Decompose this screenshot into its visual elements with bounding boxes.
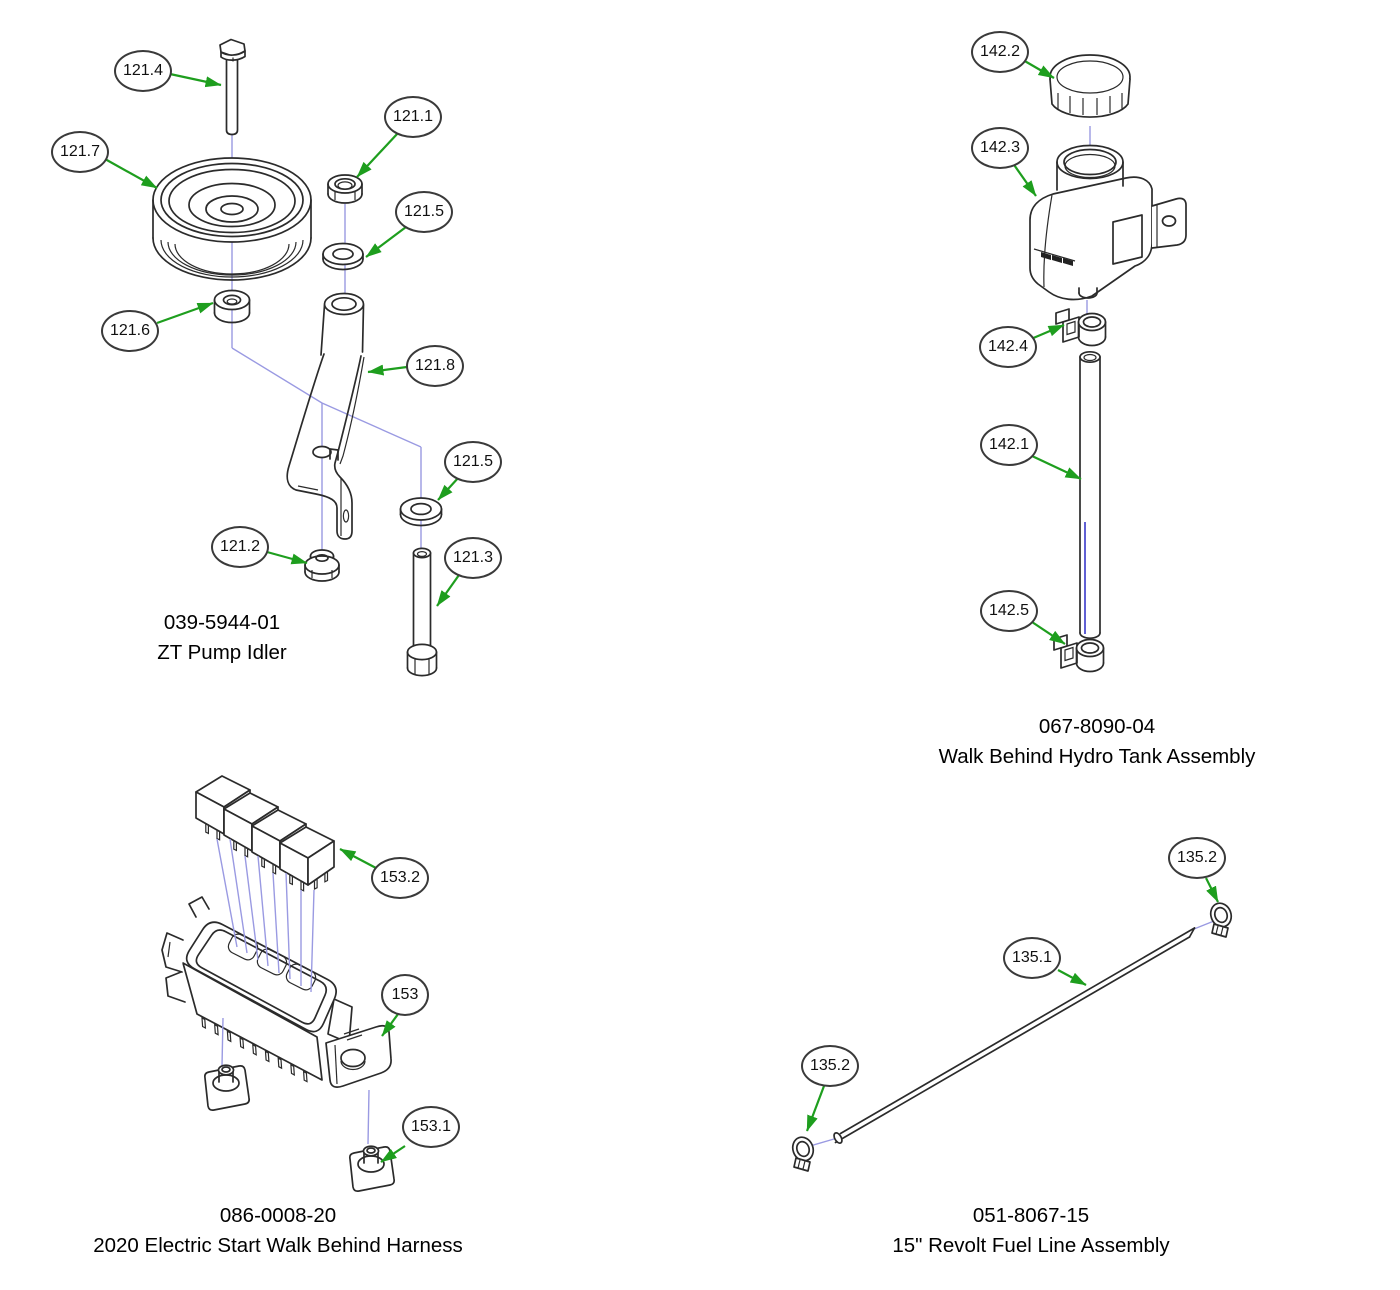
fuel-clamp-right xyxy=(1206,899,1236,938)
callout-bubble-121-5a: 121.5 xyxy=(395,191,453,233)
caption-fuel-line: 051-8067-15 15" Revolt Fuel Line Assembl… xyxy=(892,1201,1169,1261)
fuse-box xyxy=(161,896,353,1083)
flat-washer-lower xyxy=(399,497,443,527)
callout-label: 142.5 xyxy=(988,602,1030,619)
hydro-tank-body xyxy=(1029,144,1187,301)
logo-emboss xyxy=(227,933,317,991)
idler-pulley xyxy=(152,157,312,281)
part-number: 086-0008-20 xyxy=(219,1204,337,1227)
callout-label: 121.6 xyxy=(109,322,151,339)
callout-label: 135.2 xyxy=(809,1057,851,1074)
callout-bubble-121-7: 121.7 xyxy=(51,131,109,173)
callout-bubble-153: 153 xyxy=(381,974,429,1016)
leader-arrows xyxy=(1011,59,1082,645)
callout-bubble-142-1: 142.1 xyxy=(980,424,1038,466)
callout-label: 121.2 xyxy=(219,538,261,555)
part-title: 15" Revolt Fuel Line Assembly xyxy=(892,1234,1170,1257)
callout-label: 153 xyxy=(391,986,419,1003)
zt-pump-idler-diagram xyxy=(104,38,460,677)
callout-label: 121.5 xyxy=(403,203,445,220)
callout-bubble-142-4: 142.4 xyxy=(979,326,1037,368)
callout-bubble-121-1: 121.1 xyxy=(384,96,442,138)
callout-bubble-142-5: 142.5 xyxy=(980,590,1038,632)
callout-label: 121.1 xyxy=(392,108,434,125)
lock-nut xyxy=(327,174,363,204)
part-title: 2020 Electric Start Walk Behind Harness xyxy=(93,1234,463,1257)
callout-label: 142.1 xyxy=(988,436,1030,453)
centerline xyxy=(809,920,1215,1147)
caption-harness: 086-0008-20 2020 Electric Start Walk Beh… xyxy=(93,1201,463,1261)
caption-hydro-tank: 067-8090-04 Walk Behind Hydro Tank Assem… xyxy=(939,712,1256,772)
centerline xyxy=(221,1017,370,1145)
flat-washer-upper xyxy=(322,242,364,271)
callout-label: 121.5 xyxy=(452,453,494,470)
callout-bubble-121-2: 121.2 xyxy=(211,526,269,568)
part-title: ZT Pump Idler xyxy=(157,641,287,664)
caption-zt-pump-idler: 039-5944-01 ZT Pump Idler xyxy=(157,608,287,668)
idler-bolt xyxy=(219,38,246,136)
callout-label: 135.1 xyxy=(1011,949,1053,966)
callout-label: 142.3 xyxy=(979,139,1021,156)
relay-wires xyxy=(216,838,315,993)
callout-label: 142.2 xyxy=(979,43,1021,60)
fuel-line-diagram xyxy=(788,877,1236,1172)
callout-label: 135.2 xyxy=(1176,849,1218,866)
spacer-tube-bolt xyxy=(406,547,438,677)
callout-label: 121.4 xyxy=(122,62,164,79)
part-number: 051-8067-15 xyxy=(972,1204,1090,1227)
part-title: Walk Behind Hydro Tank Assembly xyxy=(938,745,1256,768)
callout-bubble-121-3: 121.3 xyxy=(444,537,502,579)
connector-teeth xyxy=(201,1016,308,1083)
callout-bubble-153-2: 153.2 xyxy=(371,857,429,899)
hydro-tank-diagram xyxy=(1011,54,1187,673)
flange-nut xyxy=(304,549,340,582)
hydro-tube xyxy=(1079,350,1101,640)
fuel-line-tube xyxy=(833,927,1196,1144)
callout-bubble-135-1: 135.1 xyxy=(1003,937,1061,979)
callout-label: 153.1 xyxy=(410,1118,452,1135)
fuel-clamp-left xyxy=(788,1133,818,1172)
callout-label: 142.4 xyxy=(987,338,1029,355)
callout-bubble-142-3: 142.3 xyxy=(971,127,1029,169)
callout-bubble-121-5b: 121.5 xyxy=(444,441,502,483)
harness-diagram xyxy=(161,775,406,1193)
callout-bubble-121-4: 121.4 xyxy=(114,50,172,92)
part-number: 067-8090-04 xyxy=(1038,715,1156,738)
idler-arm xyxy=(286,292,365,540)
part-number: 039-5944-01 xyxy=(163,611,281,634)
callout-bubble-121-8: 121.8 xyxy=(406,345,464,387)
relay-block xyxy=(195,775,335,892)
leader-arrows xyxy=(805,877,1219,1132)
stud-terminal-left xyxy=(203,1064,251,1112)
hose-clamp-upper xyxy=(1055,308,1107,347)
callout-label: 121.8 xyxy=(414,357,456,374)
hydro-tank-cap xyxy=(1049,54,1131,118)
callout-bubble-153-1: 153.1 xyxy=(402,1106,460,1148)
callout-bubble-142-2: 142.2 xyxy=(971,31,1029,73)
leader-arrows xyxy=(104,72,460,607)
callout-bubble-135-2b: 135.2 xyxy=(801,1045,859,1087)
callout-label: 153.2 xyxy=(379,869,421,886)
callout-label: 121.7 xyxy=(59,143,101,160)
centerline xyxy=(1084,126,1091,634)
callout-bubble-135-2a: 135.2 xyxy=(1168,837,1226,879)
callout-bubble-121-6: 121.6 xyxy=(101,310,159,352)
spacer-bushing xyxy=(213,289,251,324)
callout-label: 121.3 xyxy=(452,549,494,566)
stud-terminal-right xyxy=(348,1145,396,1193)
